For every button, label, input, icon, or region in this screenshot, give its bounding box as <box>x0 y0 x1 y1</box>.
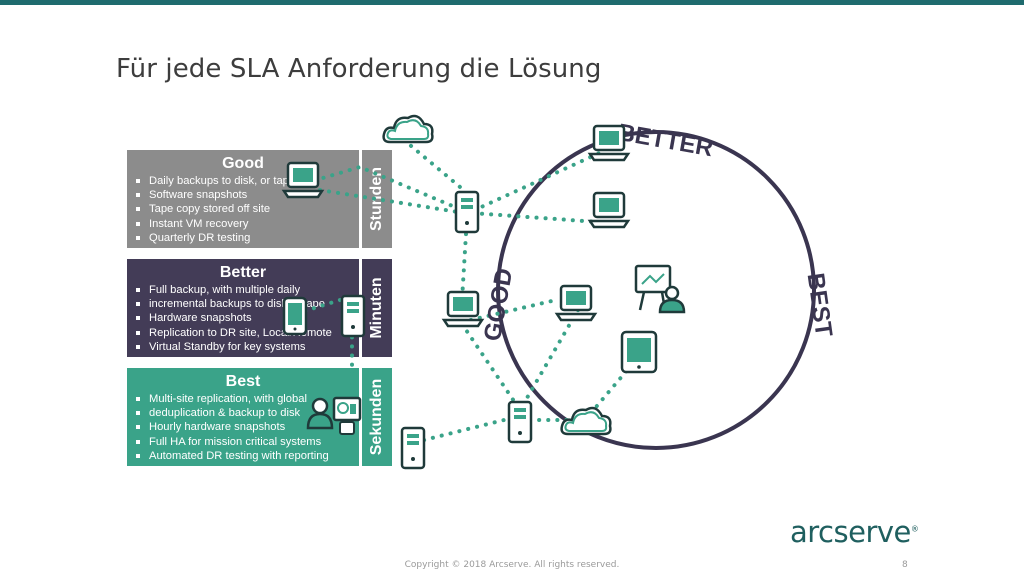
connector <box>402 138 468 194</box>
ring-label-better: BETTER <box>616 119 715 162</box>
user-icon <box>306 397 334 430</box>
connector <box>464 148 608 216</box>
list-item: incremental backups to disk or tape <box>136 297 359 311</box>
tier-better-list: Full backup, with multiple daily increme… <box>127 283 359 354</box>
list-item: Automated DR testing with reporting <box>136 449 359 463</box>
laptop-icon <box>554 284 598 322</box>
list-item: Daily backups to disk, or tape <box>136 174 359 188</box>
tier-good-title: Good <box>222 155 264 172</box>
tier-better-title: Better <box>219 264 267 281</box>
connector <box>422 414 522 442</box>
laptop-icon <box>587 124 631 162</box>
arcserve-logo: arcserve® <box>790 515 919 549</box>
list-item: Hourly hardware snapshots <box>136 420 359 434</box>
tier-best-list: Multi-site replication, with global dedu… <box>127 392 359 463</box>
connector <box>460 322 522 412</box>
list-item: Hardware snapshots <box>136 311 359 325</box>
tier-good-time-tag: Stunden <box>362 150 392 248</box>
list-item: Tape copy stored off site <box>136 202 359 216</box>
tier-better-time-tag: Minuten <box>362 259 392 357</box>
server-icon <box>507 400 533 444</box>
cloud-icon <box>382 114 434 144</box>
logo-trademark: ® <box>910 524 919 534</box>
tier-good-card: Good Daily backups to disk, or tape Soft… <box>127 150 359 248</box>
copyright-footer: Copyright © 2018 Arcserve. All rights re… <box>404 560 620 570</box>
list-item: Full backup, with multiple daily <box>136 283 359 297</box>
page-number: 8 <box>902 560 908 570</box>
tier-good-list: Daily backups to disk, or tape Software … <box>127 174 359 245</box>
list-item: Quarterly DR testing <box>136 231 359 245</box>
laptop-icon <box>441 290 485 328</box>
server-icon <box>340 294 366 338</box>
server-icon <box>400 426 426 470</box>
laptop-icon <box>587 191 631 229</box>
ring-circle <box>496 130 816 450</box>
tablet-icon <box>620 330 658 374</box>
connector <box>460 232 468 302</box>
list-item: Software snapshots <box>136 188 359 202</box>
presentation-icon <box>634 264 672 311</box>
connector <box>290 298 342 317</box>
tier-best-time-tag: Sekunden <box>362 368 392 466</box>
tablet-icon <box>282 296 308 336</box>
list-item: Multi-site replication, with global <box>136 392 359 406</box>
list-item: deduplication & backup to disk <box>136 406 359 420</box>
ring-label-best: BEST <box>802 271 838 338</box>
connector <box>460 298 558 324</box>
laptop-icon <box>281 161 325 199</box>
slide-title: Für jede SLA Anforderung die Lösung <box>116 54 602 84</box>
connector <box>304 164 464 212</box>
user-icon <box>658 285 686 314</box>
logo-text: arcserve <box>790 515 911 549</box>
dotted-connectors <box>290 138 642 442</box>
cloud-icon <box>560 406 612 436</box>
server-icon <box>454 190 480 234</box>
tier-better-card: Better Full backup, with multiple daily … <box>127 259 359 357</box>
connector <box>518 308 580 412</box>
dashboard-icon <box>332 396 362 435</box>
tier-best-title: Best <box>225 373 261 390</box>
ring-label-good: GOOD <box>479 266 518 343</box>
list-item: Instant VM recovery <box>136 217 359 231</box>
connector <box>318 188 600 224</box>
list-item: Virtual Standby for key systems <box>136 340 359 354</box>
list-item: Full HA for mission critical systems <box>136 435 359 449</box>
top-accent-bar <box>0 0 1024 5</box>
